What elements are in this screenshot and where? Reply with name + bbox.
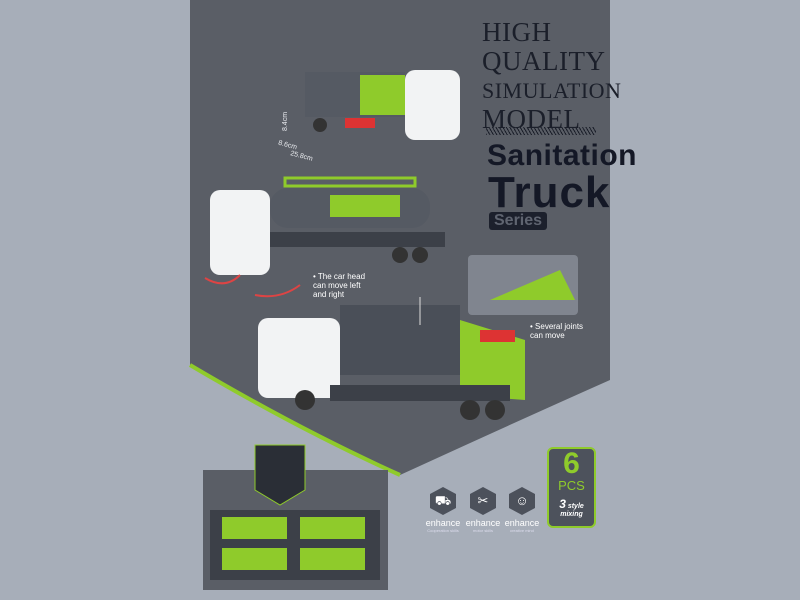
display-box-image (203, 444, 388, 590)
sweeper-truck-image (305, 70, 460, 140)
brain-icon: ☺ (509, 487, 535, 515)
product-name: Sanitation (487, 139, 638, 172)
series-badge: Series (489, 212, 548, 230)
headline-line: HIGH (482, 17, 552, 47)
headline-line: SIMULATION (482, 78, 622, 103)
rotate-arrow-icon (204, 274, 241, 285)
pack-count-badge: 6 PCS 3 style mixing (547, 447, 596, 528)
rotate-arrow-icon (254, 284, 301, 298)
garbage-truck-image (258, 305, 525, 420)
joint-detail-inset (468, 255, 578, 315)
dimension-height: 8.4cm (282, 111, 290, 132)
headline-line: QUALITY (482, 46, 606, 76)
headline: HIGH QUALITY SIMULATION MODEL (482, 18, 621, 134)
product-truck: Truck (488, 168, 611, 217)
water-tank-truck-image (210, 176, 445, 275)
hatch-divider (486, 127, 596, 135)
